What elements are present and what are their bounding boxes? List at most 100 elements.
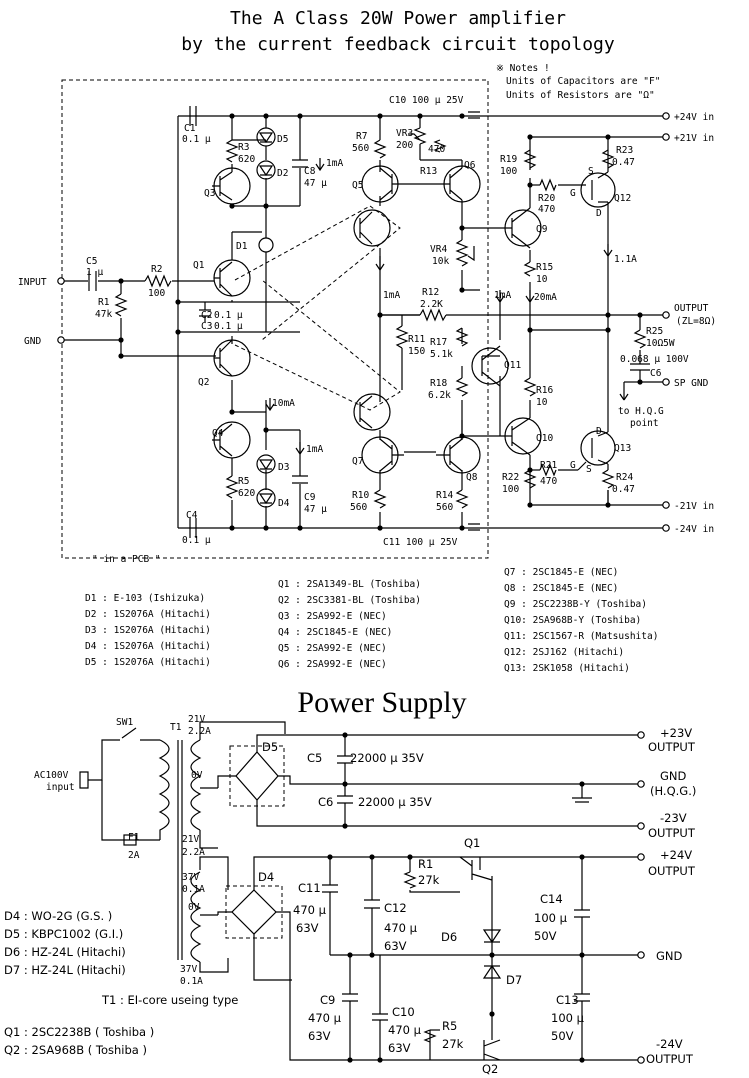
svg-text:D2 : 1S2076A (Hitachi): D2 : 1S2076A (Hitachi) bbox=[85, 609, 211, 620]
svg-text:R7: R7 bbox=[356, 131, 367, 142]
svg-text:22000 μ 35V: 22000 μ 35V bbox=[358, 795, 432, 809]
svg-text:200: 200 bbox=[396, 140, 413, 151]
output-label: OUTPUT bbox=[674, 303, 709, 314]
svg-text:0V: 0V bbox=[191, 770, 203, 781]
svg-text:R25: R25 bbox=[646, 326, 663, 337]
svg-text:OUTPUT: OUTPUT bbox=[646, 1052, 694, 1066]
svg-text:Q7 : 2SC1845-E (NEC): Q7 : 2SC1845-E (NEC) bbox=[504, 567, 618, 578]
svg-text:C12: C12 bbox=[384, 901, 407, 915]
svg-text:470 μ: 470 μ bbox=[308, 1011, 342, 1025]
svg-text:R5: R5 bbox=[442, 1019, 457, 1033]
svg-text:Q5: Q5 bbox=[352, 180, 363, 191]
svg-text:1mA: 1mA bbox=[326, 158, 343, 169]
svg-text:OUTPUT: OUTPUT bbox=[648, 826, 696, 840]
title-line-2: by the current feedback circuit topology bbox=[181, 34, 615, 55]
svg-text:R22: R22 bbox=[502, 472, 519, 483]
input-label: INPUT bbox=[18, 277, 47, 288]
svg-text:Q6 : 2SA992-E (NEC): Q6 : 2SA992-E (NEC) bbox=[278, 659, 387, 670]
svg-text:47 μ: 47 μ bbox=[304, 178, 327, 189]
svg-text:Q12: 2SJ162 (Hitachi): Q12: 2SJ162 (Hitachi) bbox=[504, 647, 624, 658]
svg-text:620: 620 bbox=[238, 154, 255, 165]
svg-text:5.1k: 5.1k bbox=[430, 349, 453, 360]
svg-text:D2: D2 bbox=[277, 168, 288, 179]
svg-text:0.47: 0.47 bbox=[612, 484, 635, 495]
svg-text:0.1 μ: 0.1 μ bbox=[182, 535, 211, 546]
svg-text:R5: R5 bbox=[238, 476, 249, 487]
svg-text:10mA: 10mA bbox=[272, 398, 295, 409]
svg-text:47 μ: 47 μ bbox=[304, 504, 327, 515]
svg-text:Q11: 2SC1567-R (Matsushita): Q11: 2SC1567-R (Matsushita) bbox=[504, 631, 658, 642]
svg-text:G: G bbox=[570, 460, 576, 471]
svg-text:470: 470 bbox=[428, 144, 445, 155]
pcb-outline bbox=[61, 79, 489, 559]
svg-text:63V: 63V bbox=[296, 921, 319, 935]
svg-text:D4 : WO-2G (G.S. ): D4 : WO-2G (G.S. ) bbox=[4, 909, 112, 923]
svg-text:470 μ: 470 μ bbox=[388, 1023, 422, 1037]
svg-text:2.2A: 2.2A bbox=[188, 726, 211, 737]
svg-text:Q2 : 2SC3381-BL (Toshiba): Q2 : 2SC3381-BL (Toshiba) bbox=[278, 595, 421, 606]
notes-resistors: Units of Resistors are "Ω" bbox=[506, 90, 655, 101]
svg-text:100: 100 bbox=[148, 288, 165, 299]
svg-text:+24V: +24V bbox=[660, 848, 692, 862]
svg-text:D5 : KBPC1002 (G.I.): D5 : KBPC1002 (G.I.) bbox=[4, 927, 123, 941]
svg-text:R1: R1 bbox=[98, 297, 110, 308]
svg-text:R10: R10 bbox=[352, 490, 369, 501]
svg-text:VR4: VR4 bbox=[430, 244, 447, 255]
svg-text:R1: R1 bbox=[418, 857, 433, 871]
svg-text:620: 620 bbox=[238, 488, 255, 499]
parts-list: D1 : E-103 (Ishizuka) D2 : 1S2076A (Hita… bbox=[85, 567, 658, 674]
svg-text:R18: R18 bbox=[430, 378, 447, 389]
svg-text:1 μ: 1 μ bbox=[86, 267, 103, 278]
svg-text:10: 10 bbox=[536, 274, 548, 285]
svg-text:+21V in: +21V in bbox=[674, 133, 714, 144]
notes-heading: ※ Notes ! bbox=[496, 63, 550, 74]
svg-text:Q2 : 2SA968B ( Toshiba ): Q2 : 2SA968B ( Toshiba ) bbox=[4, 1043, 147, 1057]
svg-text:470 μ: 470 μ bbox=[293, 903, 327, 917]
svg-text:+23V: +23V bbox=[660, 726, 692, 740]
svg-text:37V: 37V bbox=[182, 872, 199, 883]
svg-text:SP GND: SP GND bbox=[674, 378, 709, 389]
svg-text:10Ω5W: 10Ω5W bbox=[646, 338, 675, 349]
svg-text:1mA: 1mA bbox=[306, 444, 323, 455]
svg-text:Q1 : 2SA1349-BL (Toshiba): Q1 : 2SA1349-BL (Toshiba) bbox=[278, 579, 421, 590]
svg-text:560: 560 bbox=[352, 143, 369, 154]
notes-capacitors: Units of Capacitors are "F" bbox=[506, 76, 660, 87]
svg-text:0.1A: 0.1A bbox=[182, 884, 205, 895]
amp-terminals bbox=[57, 112, 670, 532]
svg-text:0.068 μ 100V: 0.068 μ 100V bbox=[620, 354, 689, 365]
svg-text:Q5 : 2SA992-E (NEC): Q5 : 2SA992-E (NEC) bbox=[278, 643, 387, 654]
amp-labels: C1 0.1 μ C10 100 μ 25V R3 620 D5 D2 C8 4… bbox=[18, 95, 716, 548]
svg-text:C9: C9 bbox=[304, 492, 316, 503]
ps-dots bbox=[327, 732, 585, 1063]
svg-text:D5: D5 bbox=[262, 740, 278, 754]
power-supply-title: Power Supply bbox=[297, 686, 466, 719]
svg-text:560: 560 bbox=[350, 502, 367, 513]
svg-text:input: input bbox=[46, 782, 75, 793]
amp-components bbox=[88, 106, 650, 538]
svg-text:R24: R24 bbox=[616, 472, 633, 483]
svg-text:R17: R17 bbox=[430, 337, 447, 348]
svg-text:R21: R21 bbox=[540, 460, 557, 471]
svg-text:Q13: Q13 bbox=[614, 443, 631, 454]
svg-text:-24V: -24V bbox=[656, 1037, 683, 1051]
svg-text:D6 : HZ-24L (Hitachi): D6 : HZ-24L (Hitachi) bbox=[4, 945, 126, 959]
svg-text:OUTPUT: OUTPUT bbox=[648, 864, 696, 878]
svg-text:1mA: 1mA bbox=[494, 290, 511, 301]
svg-text:2.2K: 2.2K bbox=[420, 299, 443, 310]
svg-text:C9: C9 bbox=[320, 993, 335, 1007]
svg-text:C13: C13 bbox=[556, 993, 579, 1007]
svg-text:D: D bbox=[596, 208, 602, 219]
c1-label: C1 bbox=[184, 123, 196, 134]
svg-text:1mA: 1mA bbox=[383, 290, 400, 301]
svg-text:G: G bbox=[570, 188, 576, 199]
svg-text:T1 : EI-core useing type: T1 : EI-core useing type bbox=[101, 993, 238, 1007]
svg-text:2.2A: 2.2A bbox=[182, 847, 205, 858]
svg-text:-21V in: -21V in bbox=[674, 501, 714, 512]
svg-text:20mA: 20mA bbox=[534, 292, 557, 303]
svg-text:point: point bbox=[630, 418, 659, 429]
svg-text:1.1A: 1.1A bbox=[614, 254, 637, 265]
svg-text:Q4: Q4 bbox=[212, 428, 224, 439]
svg-text:+24V in: +24V in bbox=[674, 112, 714, 123]
ps-labels: SW1 T1 AC100V input F1 2A 21V 2.2A 0V 21… bbox=[4, 714, 696, 1076]
